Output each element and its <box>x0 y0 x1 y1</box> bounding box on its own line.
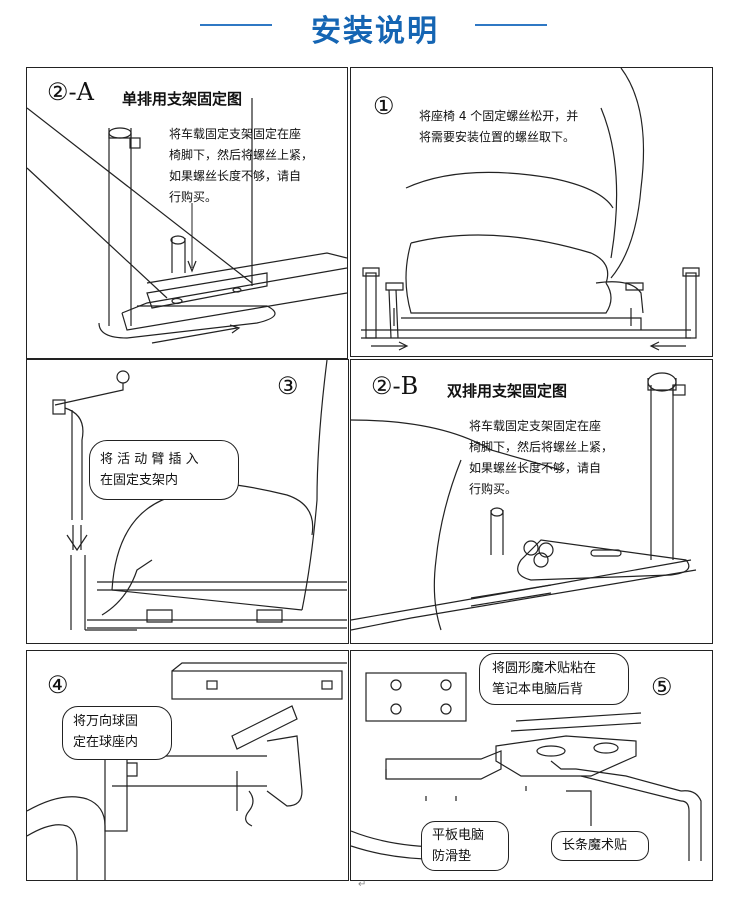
callout-line: 在固定支架内 <box>100 473 179 488</box>
callout-line: 笔记本电脑后背 <box>492 682 584 697</box>
instruction-line: 椅脚下，然后将螺丝上紧， <box>169 148 314 162</box>
instruction-line: 将需要安装位置的螺丝取下。 <box>419 130 576 144</box>
velcro-strip-label: 长条魔术贴 <box>551 831 649 861</box>
instruction-line: 椅脚下，然后将螺丝上紧， <box>469 440 614 454</box>
instruction-line: 行购买。 <box>169 190 218 204</box>
title-rule-left <box>200 24 272 26</box>
instruction-line: 将车载固定支架固定在座 <box>469 419 602 433</box>
instruction-line: 将车载固定支架固定在座 <box>169 127 302 141</box>
label-line: 长条魔术贴 <box>562 838 628 853</box>
callout-line: 定在球座内 <box>73 735 139 750</box>
panel-step-5: ⑤ 将圆形魔术贴粘在 笔记本电脑后背 平板电脑 防滑垫 长条魔术贴 <box>350 650 713 881</box>
illustration-seat-removal <box>361 68 700 351</box>
panel-step-4: ④ 将万向球固 定在球座内 <box>26 650 349 881</box>
callout-line: 将 活 动 臂 插 入 <box>100 452 199 467</box>
paragraph-mark: ↵ <box>358 879 367 890</box>
step-number: ③ <box>277 372 299 400</box>
panel-heading: 双排用支架固定图 <box>447 382 568 400</box>
title-rule-right <box>475 24 547 26</box>
callout-line: 将圆形魔术贴粘在 <box>492 661 597 676</box>
page-title: 安装说明 <box>311 14 439 49</box>
panel-step-3: ③ 将 活 动 臂 插 入 在固定支架内 <box>26 359 349 644</box>
step-number: ⑤ <box>651 673 673 701</box>
instruction-line: 如果螺丝长度不够，请自 <box>469 461 602 475</box>
illustration-arm-insertion <box>52 360 347 631</box>
instruction-line: 如果螺丝长度不够，请自 <box>169 169 302 183</box>
instruction-callout: 将 活 动 臂 插 入 在固定支架内 <box>89 440 239 500</box>
instruction-line: 将座椅 4 个固定螺丝松开，并 <box>419 109 579 123</box>
panel-heading: 单排用支架固定图 <box>122 90 243 108</box>
step-number: ②-A <box>47 78 94 106</box>
step-number: ④ <box>47 671 69 699</box>
instruction-callout: 将万向球固 定在球座内 <box>62 706 172 760</box>
label-line: 防滑垫 <box>432 849 472 864</box>
page-header: 安装说明 <box>0 0 750 60</box>
illustration-double-bracket <box>351 372 697 631</box>
illustration-single-bracket <box>27 98 347 344</box>
step-number: ① <box>373 92 395 120</box>
tablet-pad-label: 平板电脑 防滑垫 <box>421 821 509 871</box>
instruction-callout: 将圆形魔术贴粘在 笔记本电脑后背 <box>479 653 629 705</box>
panel-step-2a: ②-A 单排用支架固定图 将车载固定支架固定在座 椅脚下，然后将螺丝上紧， 如果… <box>26 67 348 359</box>
illustration-ball-joint <box>27 662 347 880</box>
instruction-text: 将车载固定支架固定在座 椅脚下，然后将螺丝上紧， 如果螺丝长度不够，请自 行购买… <box>469 416 644 500</box>
instruction-text: 将座椅 4 个固定螺丝松开，并 将需要安装位置的螺丝取下。 <box>419 106 689 148</box>
instruction-text: 将车载固定支架固定在座 椅脚下，然后将螺丝上紧， 如果螺丝长度不够，请自 行购买… <box>169 124 344 208</box>
panel-step-1: ① 将座椅 4 个固定螺丝松开，并 将需要安装位置的螺丝取下。 <box>350 67 713 357</box>
callout-line: 将万向球固 <box>73 714 139 729</box>
instruction-line: 行购买。 <box>469 482 518 496</box>
panel-step-2b: ②-B 双排用支架固定图 将车载固定支架固定在座 椅脚下，然后将螺丝上紧， 如果… <box>350 359 713 644</box>
step-number: ②-B <box>371 372 419 400</box>
label-line: 平板电脑 <box>432 828 485 843</box>
